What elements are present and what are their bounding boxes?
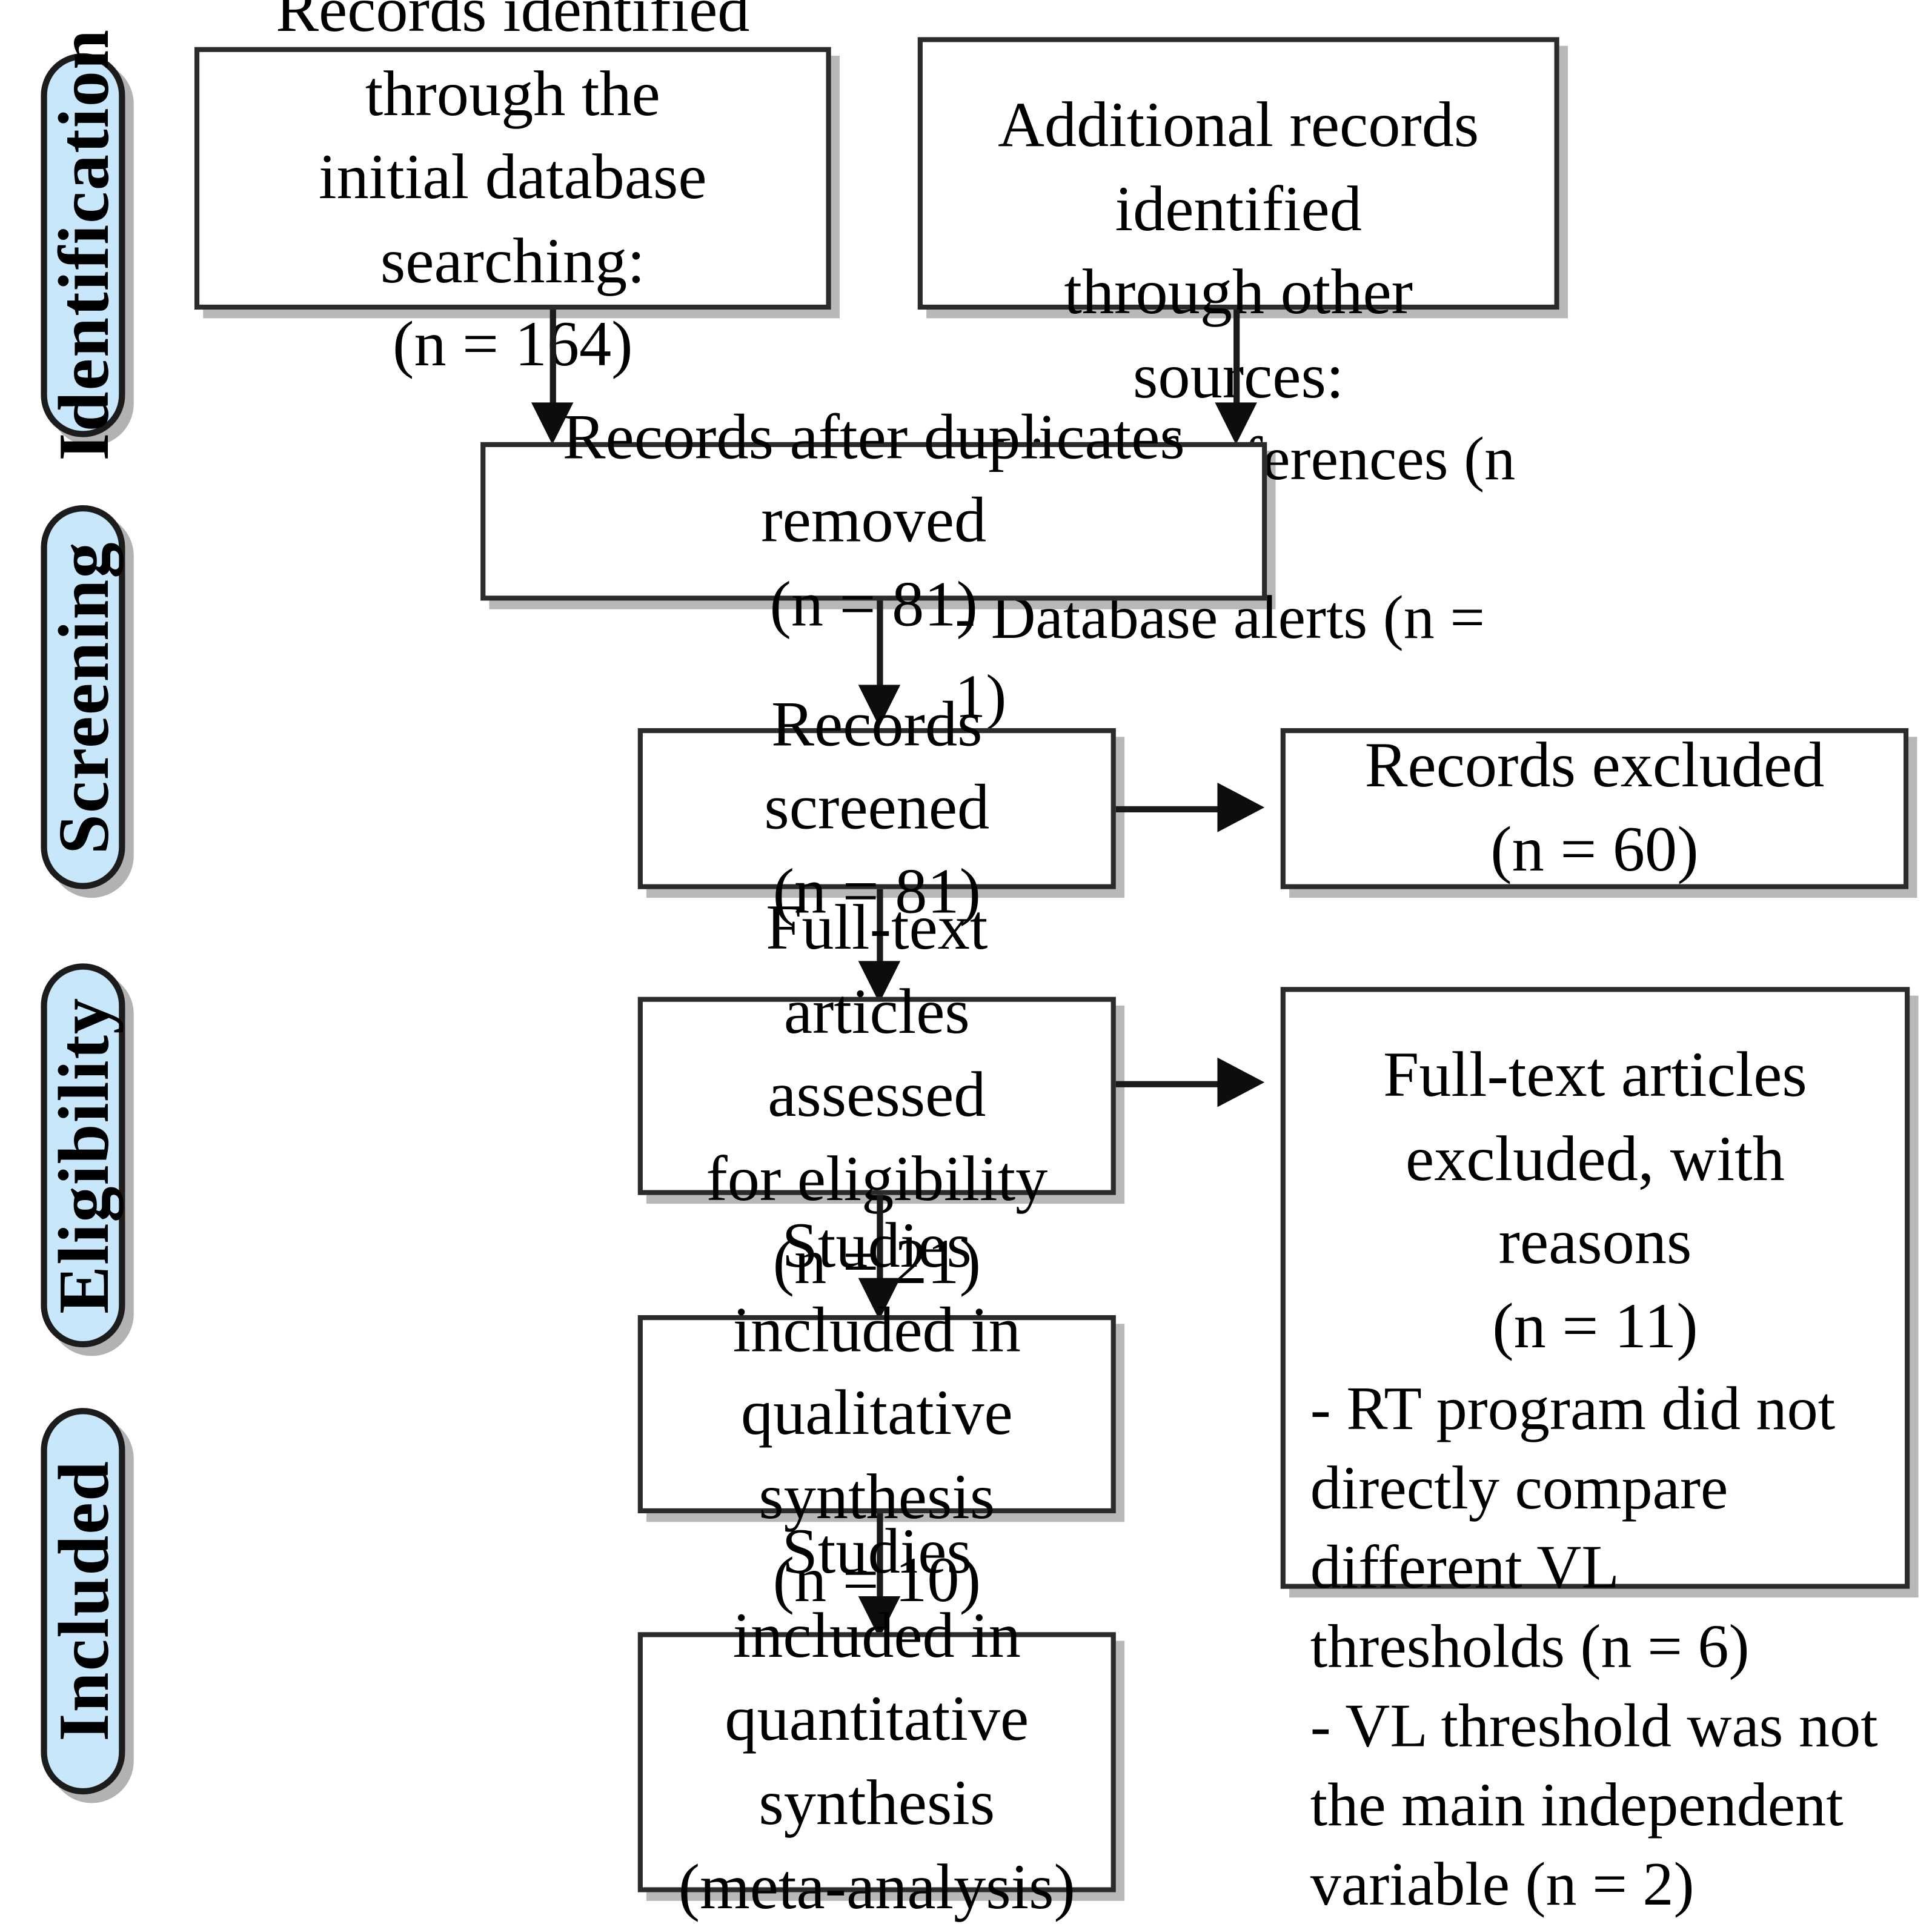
connector-dedupe-to-screened: [877, 600, 883, 695]
other-sources-line1: Additional records identified: [998, 90, 1479, 245]
connector-fulltext-to-qualitative: [877, 1195, 883, 1288]
box-fulltext-assessed: Full-text articles assessed for eligibil…: [637, 893, 1116, 1298]
fulltext-excluded-line2: reasons: [1498, 1207, 1692, 1279]
connector-fulltext-to-excluded: [1115, 1081, 1223, 1087]
stage-label-included: Included: [41, 1408, 125, 1795]
stage-label-eligibility-text: Eligibility: [42, 997, 124, 1314]
stage-label-eligibility: Eligibility: [41, 963, 125, 1348]
arrowhead-other-sources-to-dedupe: [1215, 402, 1257, 445]
after-duplicates-line1: Records after duplicates removed: [562, 402, 1185, 557]
connector-other-sources-to-dedupe: [1233, 310, 1240, 413]
arrowhead-db-search-to-dedupe: [531, 402, 574, 445]
stage-label-identification: Identification: [41, 29, 125, 462]
quantitative-line1: Studies included in: [732, 1517, 1021, 1672]
box-qualitative-synthesis: Studies included in qualitative synthesi…: [637, 1211, 1116, 1617]
exclusion-reason-3: - VL threshold was not the only variable…: [1310, 1923, 1880, 1926]
db-search-line1: Records identified through the: [276, 0, 750, 130]
box-records-excluded: Records excluded (n = 60): [1280, 728, 1909, 889]
stage-label-screening: Screening: [41, 505, 125, 889]
stage-label-screening-text: Screening: [42, 540, 124, 854]
exclusion-reason-1: - RT program did not directly compare di…: [1310, 1373, 1836, 1681]
excluded-line1: Records excluded: [1364, 731, 1825, 802]
connector-screened-to-fulltext: [877, 889, 883, 971]
box-records-after-duplicates: Records after duplicates removed (n = 81…: [480, 402, 1267, 640]
arrowhead-qualitative-to-quantitative: [858, 1596, 901, 1639]
connector-qualitative-to-quantitative: [877, 1513, 883, 1607]
stage-label-included-text: Included: [42, 1460, 124, 1742]
fulltext-excluded-line1: Full-text articles excluded, with: [1383, 1040, 1807, 1195]
arrowhead-screened-to-excluded: [1217, 782, 1265, 832]
box-records-identified-database: Records identified through the initial d…: [194, 0, 831, 380]
fulltext-assessed-line1: Full-text articles assessed: [766, 892, 988, 1131]
excluded-count: (n = 60): [1490, 815, 1699, 886]
connector-screened-to-excluded: [1115, 806, 1223, 813]
fulltext-excluded-count: (n = 11): [1492, 1291, 1698, 1362]
arrowhead-fulltext-to-excluded: [1217, 1057, 1265, 1107]
qualitative-line1: Studies included in: [732, 1211, 1021, 1365]
connector-db-search-to-dedupe: [549, 310, 556, 413]
db-search-count: (n = 164): [393, 310, 633, 381]
screened-line1: Records screened: [764, 689, 990, 844]
quantitative-line2: quantitative synthesis: [725, 1684, 1029, 1839]
box-quantitative-synthesis: Studies included in quantitative synthes…: [637, 1517, 1116, 1923]
arrowhead-dedupe-to-screened: [858, 685, 901, 727]
stage-label-identification-text: Identification: [42, 28, 124, 462]
quantitative-line3: (meta-analysis): [678, 1852, 1075, 1923]
box-additional-records-other-sources: Additional records identified through ot…: [917, 37, 1559, 731]
box-records-screened: Records screened (n = 81): [637, 689, 1116, 927]
after-duplicates-count: (n = 81): [769, 569, 978, 640]
box-fulltext-excluded-reasons: Full-text articles excluded, with reason…: [1280, 987, 1910, 1919]
arrowhead-screened-to-fulltext: [858, 961, 901, 1003]
arrowhead-fulltext-to-qualitative: [858, 1278, 901, 1321]
db-search-line2: initial database searching:: [319, 142, 707, 297]
exclusion-reason-2: - VL threshold was not the main independ…: [1310, 1691, 1878, 1919]
